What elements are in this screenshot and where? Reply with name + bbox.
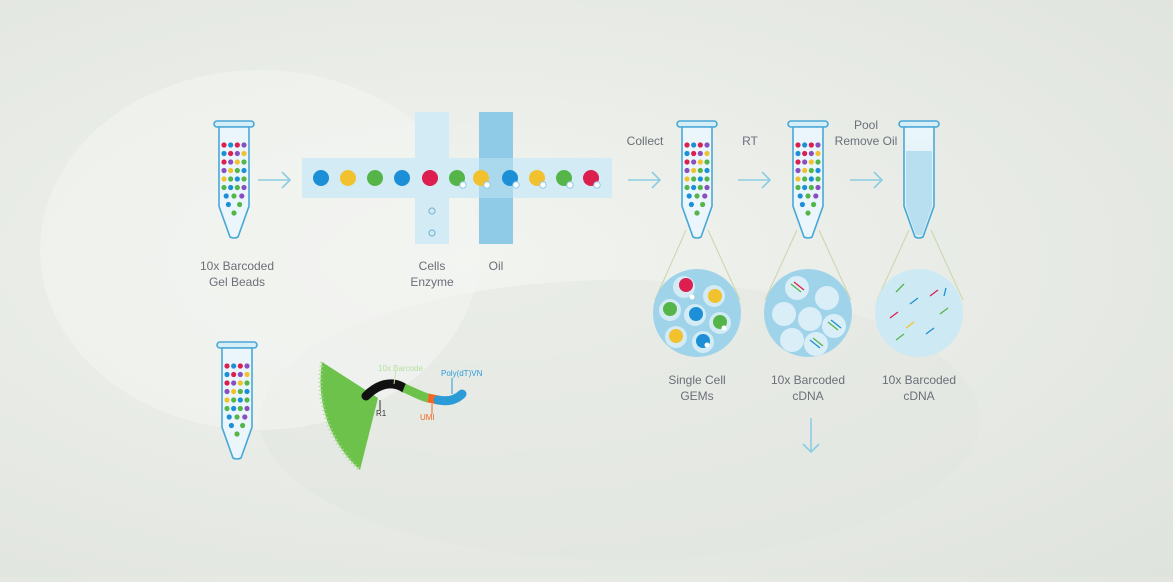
rt-tube xyxy=(787,120,829,239)
cdna-label-1-line2: cDNA xyxy=(792,389,824,403)
oil-label: Oil xyxy=(488,259,504,273)
gems-label-line1: Single Cell xyxy=(668,373,726,387)
gel-bead-tube-small xyxy=(216,341,258,460)
pooled-cdna-circle xyxy=(875,269,963,357)
droplet-blue xyxy=(394,170,410,186)
pool-arrow-icon xyxy=(850,171,884,189)
cdna-label-2-line2: cDNA xyxy=(903,389,935,403)
pool-label: Pool Remove Oil xyxy=(826,117,906,149)
cdna-label-1-line1: 10x Barcoded xyxy=(770,373,846,387)
rt-label: RT xyxy=(742,134,758,148)
droplet-green xyxy=(367,170,383,186)
gel-bead-tube xyxy=(213,120,255,239)
pooled-tube xyxy=(898,120,940,239)
gems-circle xyxy=(653,269,741,357)
cdna-label-2: 10x Barcoded cDNA xyxy=(874,372,964,404)
droplet-blue xyxy=(313,170,329,186)
pool-label-line2: Remove Oil xyxy=(834,134,898,148)
rt-arrow-icon xyxy=(738,171,772,189)
barcode-label: 10x Barcode xyxy=(378,364,423,373)
channel-droplets xyxy=(313,170,601,189)
gel-beads-label-line1: 10x Barcoded xyxy=(199,259,275,273)
gel-bead-detail: 10x Barcode Poly(dT)VN R1 UMI xyxy=(318,361,483,472)
collect-arrow-icon xyxy=(628,171,662,189)
cdna-label-2-line1: 10x Barcoded xyxy=(881,373,957,387)
gems-label: Single Cell GEMs xyxy=(657,372,737,404)
arrow-icon xyxy=(258,171,292,189)
cdna-gem-circle xyxy=(764,269,852,357)
down-arrow-icon xyxy=(802,418,820,454)
cells-label: Cells xyxy=(418,259,446,273)
collect-label: Collect xyxy=(626,134,664,148)
polyt-label: Poly(dT)VN xyxy=(441,369,483,378)
umi-label: UMI xyxy=(420,413,435,422)
cdna-label-1: 10x Barcoded cDNA xyxy=(763,372,853,404)
microfluidic-chip xyxy=(302,112,612,244)
droplet-yellow xyxy=(340,170,356,186)
pool-label-line1: Pool xyxy=(853,118,879,132)
cells-enzyme-label: Cells Enzyme xyxy=(402,258,462,290)
zoom-lines xyxy=(654,229,964,301)
gel-beads-label: 10x Barcoded Gel Beads xyxy=(187,258,287,290)
gems-label-line2: GEMs xyxy=(680,389,714,403)
gel-beads-label-line2: Gel Beads xyxy=(208,275,266,289)
r1-label: R1 xyxy=(376,409,387,418)
gems-tube xyxy=(676,120,718,239)
droplet-red xyxy=(422,170,438,186)
enzyme-label: Enzyme xyxy=(410,275,454,289)
